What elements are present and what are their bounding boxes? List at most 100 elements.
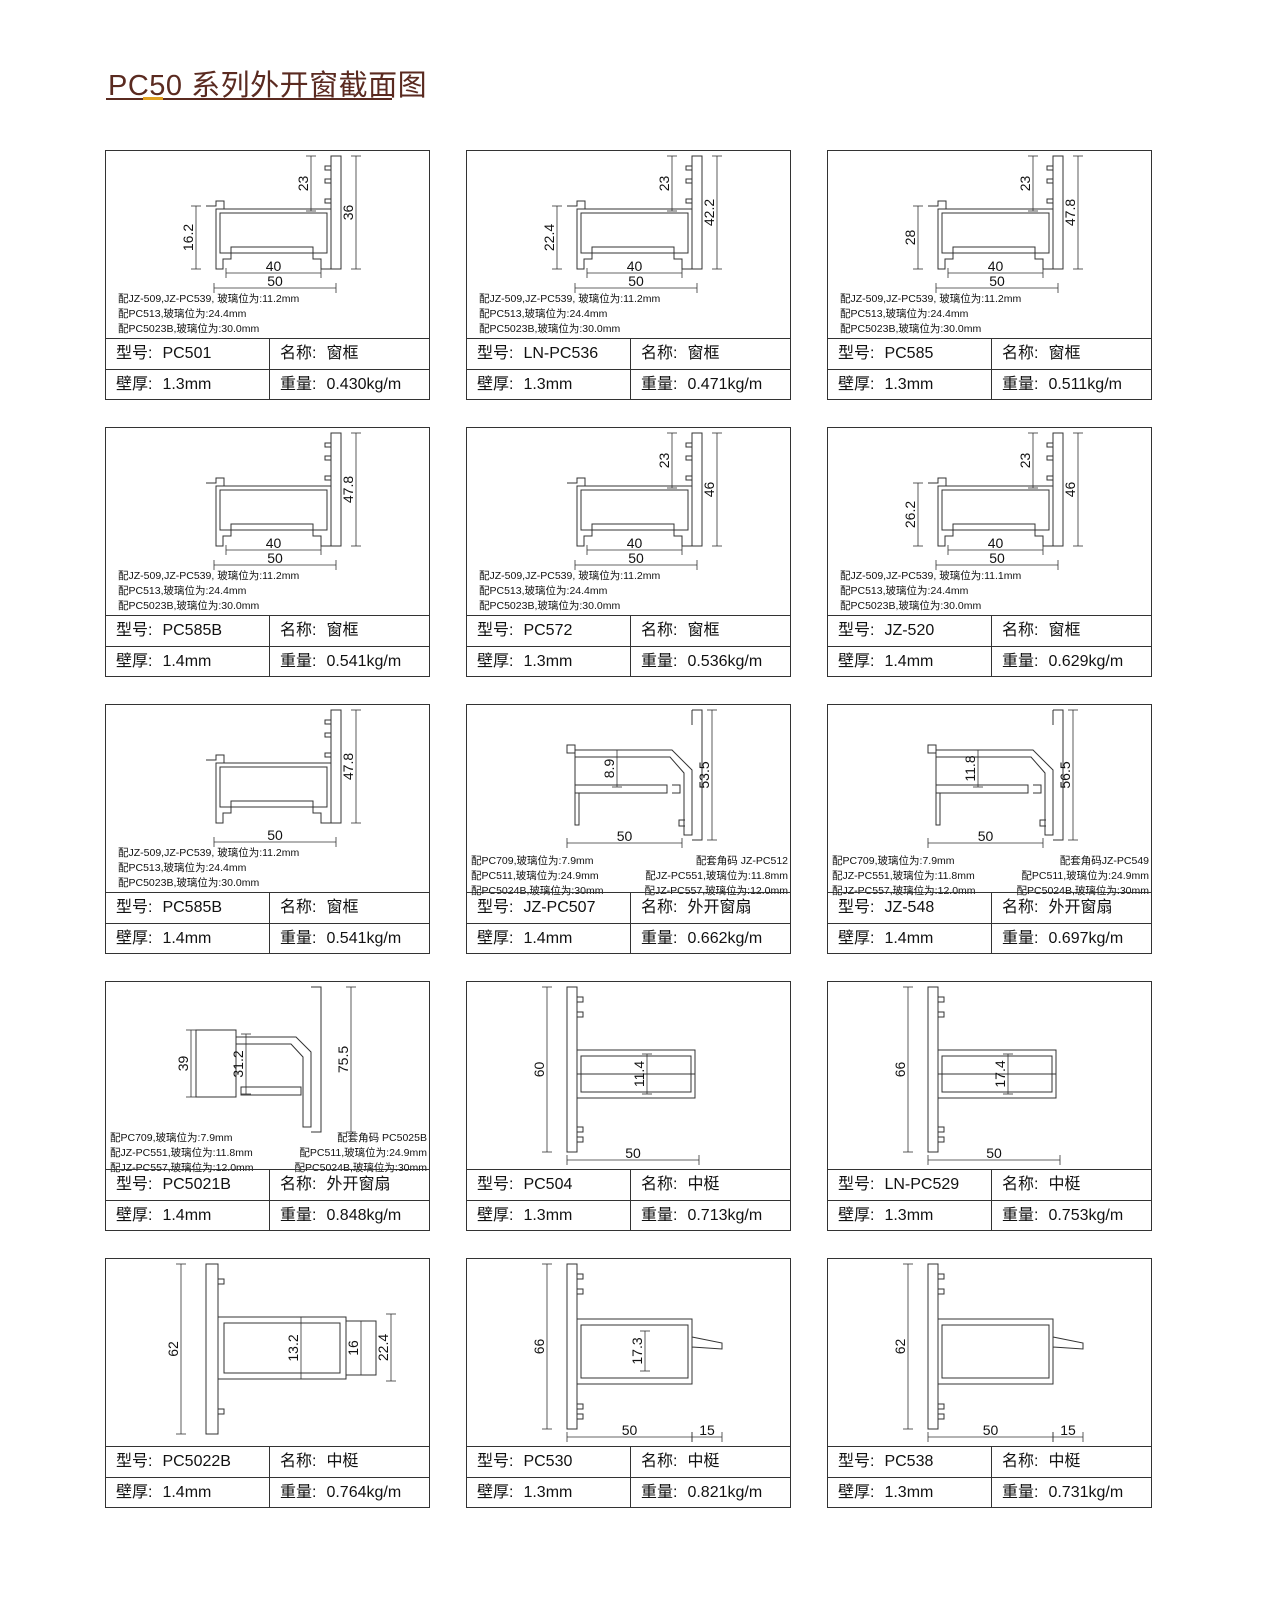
dimension-label: 36 bbox=[340, 205, 356, 221]
name-cell: 名称:中梃 bbox=[991, 1447, 1151, 1477]
note-line: 配套角码JZ-PC549 bbox=[1059, 855, 1149, 867]
dimension-label: 50 bbox=[983, 1422, 999, 1438]
thickness-value: 1.4mm bbox=[884, 930, 934, 947]
note-line: 配PC511,玻璃位为:24.9mm bbox=[299, 1147, 427, 1159]
page-title: PC50 系列外开窗截面图 bbox=[108, 70, 428, 102]
note-line: 配JZ-509,JZ-PC539, 玻璃位为:11.2mm bbox=[118, 570, 300, 582]
dimension-label: 47.8 bbox=[340, 476, 356, 503]
spec-row: 型号:PC585B 名称:窗框 bbox=[106, 893, 429, 923]
note-line: 配JZ-PC551,玻璃位为:11.8mm bbox=[110, 1147, 253, 1159]
model-label: 型号: bbox=[116, 1453, 153, 1470]
name-label: 名称: bbox=[641, 345, 678, 362]
dimension-line bbox=[542, 1263, 552, 1430]
spec-row: 型号:PC504 名称:中梃 bbox=[467, 1170, 790, 1200]
note-line: 配PC511,玻璃位为:24.9mm bbox=[471, 870, 599, 882]
thickness-cell: 壁厚:1.4mm bbox=[116, 924, 268, 954]
dimension-line bbox=[712, 432, 722, 547]
dimension-label: 17.4 bbox=[992, 1060, 1008, 1087]
dimension-line bbox=[346, 986, 356, 1133]
thickness-cell: 壁厚:1.4mm bbox=[838, 647, 990, 677]
spec-table: 型号:PC530 名称:中梃 壁厚:1.3mm 重量:0.821kg/m bbox=[467, 1446, 790, 1508]
thickness-label: 壁厚: bbox=[477, 1207, 514, 1224]
weight-label: 重量: bbox=[280, 1484, 317, 1501]
weight-value: 0.541kg/m bbox=[326, 930, 402, 947]
dimension-line bbox=[296, 1316, 306, 1380]
spec-row: 型号:LN-PC536 名称:窗框 bbox=[467, 339, 790, 369]
name-value: 窗框 bbox=[326, 345, 359, 362]
note-line: 配JZ-509,JZ-PC539, 玻璃位为:11.2mm bbox=[118, 293, 300, 305]
weight-value: 0.536kg/m bbox=[687, 653, 763, 670]
spec-table: 型号:LN-PC536 名称:窗框 壁厚:1.3mm 重量:0.471kg/m bbox=[467, 338, 790, 400]
dimension-label: 50 bbox=[267, 827, 283, 843]
thickness-cell: 壁厚:1.3mm bbox=[838, 370, 990, 400]
model-cell: 型号:PC538 bbox=[838, 1447, 990, 1477]
dimension-line bbox=[903, 986, 913, 1153]
model-cell: 型号:PC5021B bbox=[116, 1170, 268, 1200]
dimension-label: 15 bbox=[699, 1422, 715, 1438]
weight-value: 0.731kg/m bbox=[1048, 1484, 1124, 1501]
note-line: 配PC5023B,玻璃位为:30.0mm bbox=[840, 323, 982, 335]
spec-table: 型号:PC504 名称:中梃 壁厚:1.3mm 重量:0.713kg/m bbox=[467, 1169, 790, 1231]
dimension-label: 26.2 bbox=[902, 501, 918, 528]
dimension-line bbox=[586, 268, 683, 278]
weight-label: 重量: bbox=[641, 1207, 678, 1224]
note-line: 配PC5023B,玻璃位为:30.0mm bbox=[479, 600, 621, 612]
profile-outline bbox=[206, 709, 342, 824]
thickness-value: 1.4mm bbox=[523, 930, 573, 947]
model-cell: 型号:PC585B bbox=[116, 616, 268, 646]
name-cell: 名称:窗框 bbox=[991, 616, 1151, 646]
name-cell: 名称:中梃 bbox=[630, 1447, 790, 1477]
dimension-line bbox=[351, 155, 361, 270]
dimension-line bbox=[225, 268, 322, 278]
dimension-label: 16 bbox=[345, 1340, 361, 1356]
model-value: PC504 bbox=[523, 1176, 573, 1193]
weight-value: 0.511kg/m bbox=[1048, 376, 1122, 393]
dimension-label: 50 bbox=[978, 828, 994, 844]
dimension-label: 62 bbox=[892, 1339, 908, 1355]
dimension-line bbox=[1028, 155, 1038, 212]
note-line: 配PC5024B,玻璃位为:30mm bbox=[1016, 885, 1149, 897]
dimension-line bbox=[973, 749, 983, 788]
model-label: 型号: bbox=[477, 622, 514, 639]
weight-cell: 重量:0.821kg/m bbox=[630, 1478, 790, 1508]
dimension-label: 15 bbox=[1060, 1422, 1076, 1438]
name-value: 窗框 bbox=[1048, 345, 1081, 362]
model-cell: 型号:PC585B bbox=[116, 893, 268, 923]
weight-value: 0.662kg/m bbox=[687, 930, 763, 947]
thickness-value: 1.4mm bbox=[162, 1207, 212, 1224]
dimension-label: 40 bbox=[627, 535, 643, 551]
thickness-value: 1.4mm bbox=[884, 653, 934, 670]
dimension-line bbox=[351, 709, 361, 824]
weight-value: 0.697kg/m bbox=[1048, 930, 1124, 947]
dimension-label: 47.8 bbox=[1062, 199, 1078, 226]
weight-value: 0.629kg/m bbox=[1048, 653, 1124, 670]
thickness-label: 壁厚: bbox=[116, 376, 153, 393]
thickness-cell: 壁厚:1.3mm bbox=[477, 647, 629, 677]
weight-value: 0.848kg/m bbox=[326, 1207, 402, 1224]
thickness-label: 壁厚: bbox=[477, 653, 514, 670]
weight-label: 重量: bbox=[1002, 376, 1039, 393]
dimension-line bbox=[1052, 1432, 1084, 1442]
dimension-label: 50 bbox=[267, 273, 283, 289]
model-value: PC572 bbox=[523, 622, 573, 639]
spec-row: 型号:LN-PC529 名称:中梃 bbox=[828, 1170, 1151, 1200]
name-value: 窗框 bbox=[326, 899, 359, 916]
name-value: 中梃 bbox=[1048, 1453, 1081, 1470]
dimension-label: 50 bbox=[628, 273, 644, 289]
name-value: 外开窗扇 bbox=[326, 1176, 391, 1193]
spec-row: 型号:PC5022B 名称:中梃 bbox=[106, 1447, 429, 1477]
dimension-line bbox=[241, 1033, 251, 1095]
dimension-label: 53.5 bbox=[696, 761, 712, 788]
profile-outline bbox=[205, 1263, 377, 1435]
note-line: 配JZ-509,JZ-PC539, 玻璃位为:11.1mm bbox=[840, 570, 1022, 582]
